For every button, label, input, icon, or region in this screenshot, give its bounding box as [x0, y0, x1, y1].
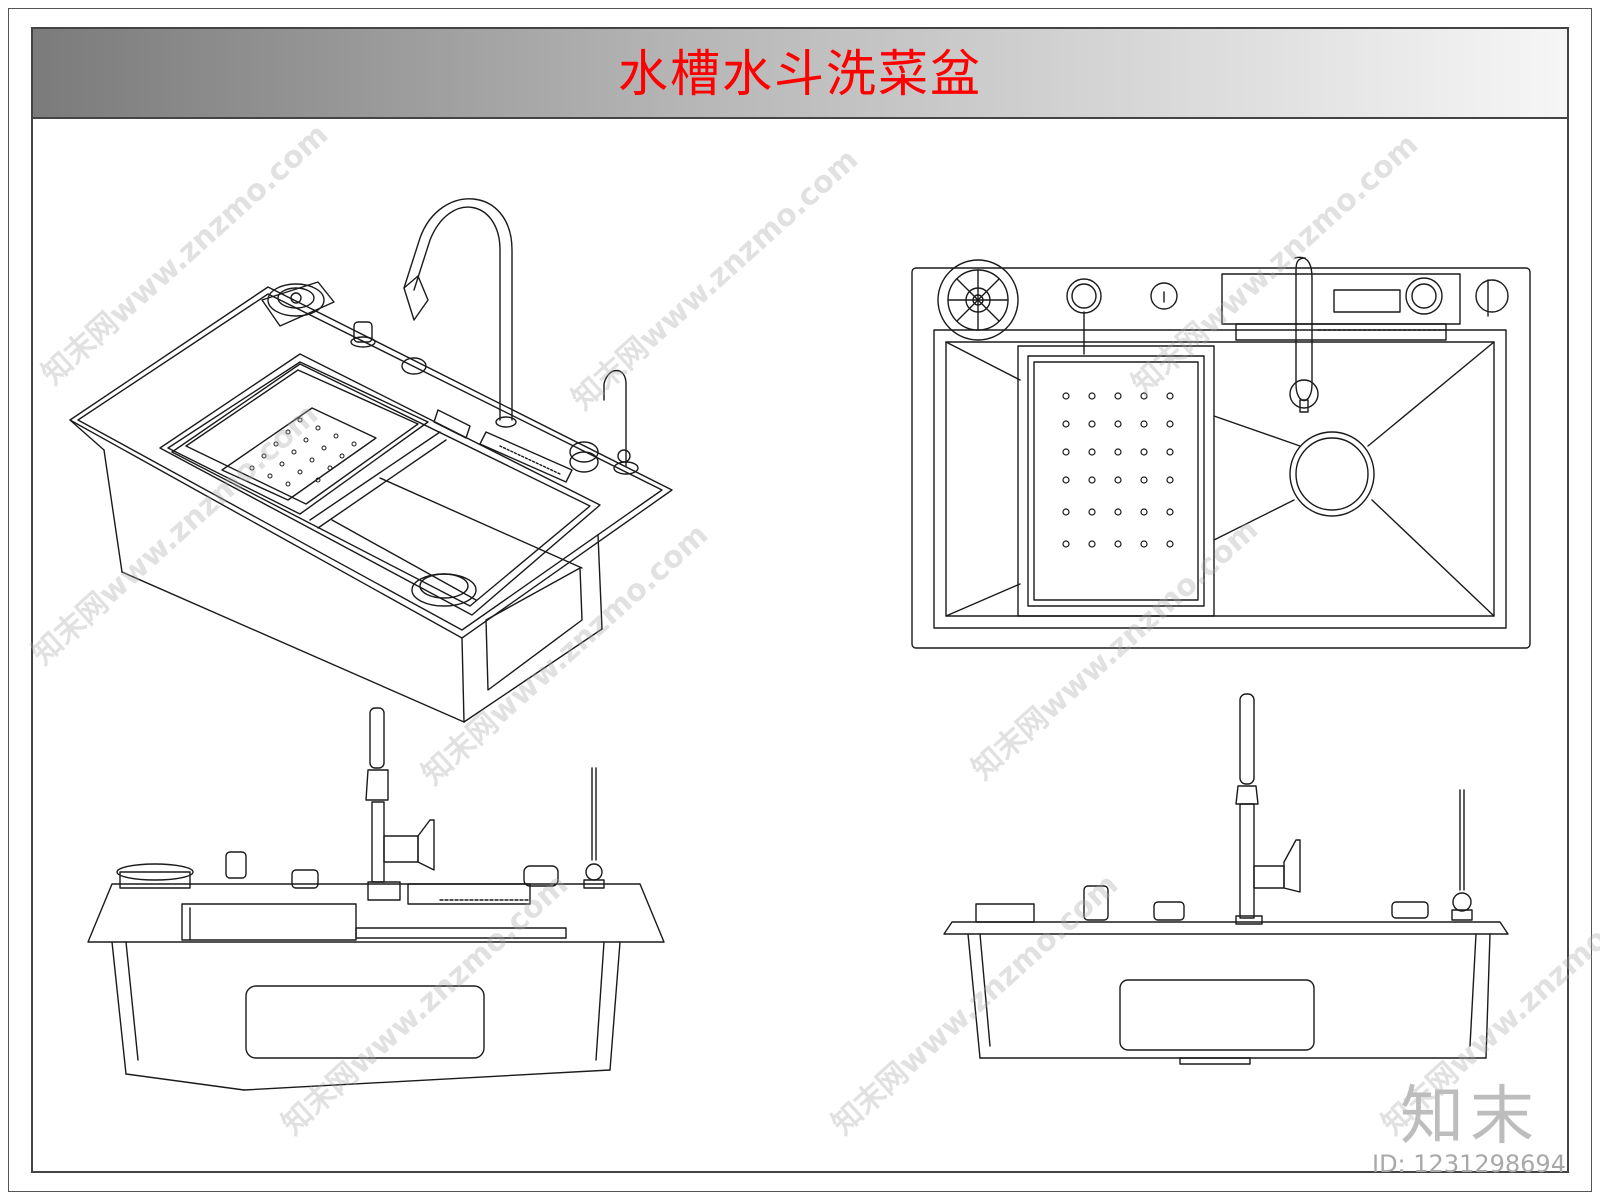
drawing-outer-frame [8, 8, 1592, 1192]
front-elevation-right [943, 693, 1509, 1065]
brand-id: ID: 1231298694 [1372, 1150, 1566, 1178]
front-elevation-left [87, 707, 665, 1091]
basket-holes-plan [1062, 392, 1174, 548]
isometric-view [69, 198, 673, 723]
drawing-inner-frame [31, 27, 1569, 1173]
title-bar [33, 29, 1567, 119]
drawing-title: 水槽水斗洗菜盆 [618, 45, 982, 103]
top-plan-view [911, 256, 1531, 649]
basket-holes [249, 417, 357, 487]
brand-logo: 知末 [1400, 1080, 1540, 1154]
